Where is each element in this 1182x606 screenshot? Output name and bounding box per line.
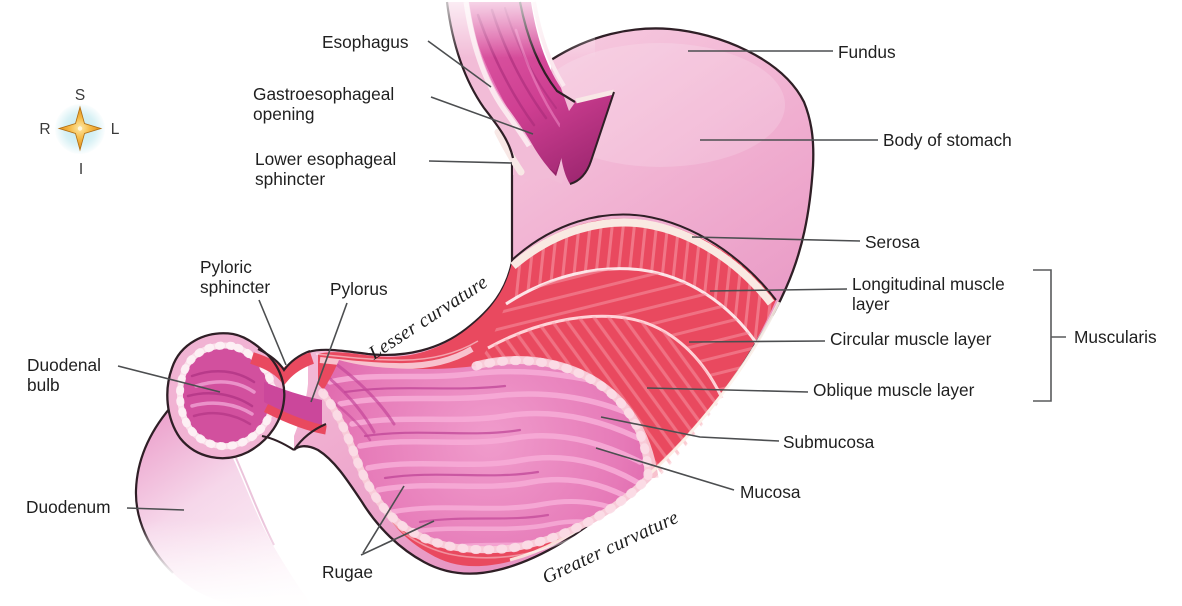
duodenum-fade	[118, 520, 330, 606]
compass-inferior: I	[79, 161, 83, 178]
bulb-folds	[186, 370, 256, 426]
label-pylorus: Pylorus	[330, 279, 388, 299]
esophagus-top-fade	[425, 0, 595, 58]
label-pyloric-sphincter: Pyloric sphincter	[200, 257, 271, 297]
leader-duodenal-bulb	[117, 365, 221, 393]
pyloric-canal	[264, 382, 322, 426]
label-esophagus: Esophagus	[322, 32, 409, 52]
leader-pylorus	[310, 302, 348, 403]
lower-esophageal-sphincter-collar	[494, 128, 525, 176]
label-rugae: Rugae	[322, 562, 373, 582]
label-body-of-stomach: Body of stomach	[883, 130, 1012, 150]
sphincter-notch-outline	[257, 348, 311, 372]
leader-duodenum	[126, 507, 185, 511]
label-circular-muscle-layer: Circular muscle layer	[830, 329, 992, 349]
label-serosa: Serosa	[865, 232, 920, 252]
duodenal-bulb-illustration	[166, 332, 327, 460]
leader-serosa	[691, 236, 861, 242]
label-duodenum: Duodenum	[26, 497, 111, 517]
oblique-muscle-layer	[476, 316, 722, 476]
mucosa-rugae	[317, 356, 653, 555]
leader-lower-esophageal-sphincter	[428, 160, 513, 164]
esophagus-illustration	[425, 0, 615, 185]
label-oblique-muscle-layer: Oblique muscle layer	[813, 380, 975, 400]
compass-left: L	[111, 121, 120, 138]
leader-circular-muscle	[688, 340, 826, 343]
label-muscularis: Muscularis	[1074, 327, 1157, 347]
leader-gastroesophageal-opening	[430, 96, 534, 135]
gastroesophageal-opening-area	[559, 92, 614, 184]
compass-rose: S R L I	[39, 87, 119, 178]
label-mucosa: Mucosa	[740, 482, 801, 502]
label-duodenal-bulb: Duodenal bulb	[27, 355, 101, 395]
leader-lines	[117, 40, 1066, 556]
circular-muscle-layer	[488, 268, 757, 398]
leader-esophagus	[427, 40, 492, 88]
leader-pyloric-sphincter	[258, 299, 287, 366]
label-lower-esophageal-sphincter: Lower esophageal sphincter	[255, 149, 397, 189]
leader-mucosa	[595, 447, 735, 491]
label-fundus: Fundus	[838, 42, 896, 62]
serosa-cut-edge	[510, 218, 775, 306]
label-gastroesophageal-opening: Gastroesophageal opening	[253, 84, 395, 124]
leader-submucosa	[600, 416, 780, 442]
compass-superior: S	[75, 87, 85, 104]
label-submucosa: Submucosa	[783, 432, 875, 452]
label-longitudinal-muscle-layer: Longitudinal muscle layer	[852, 274, 1005, 314]
pyloric-sphincter-ring	[250, 352, 315, 386]
muscularis-bracket	[1033, 269, 1066, 402]
leader-oblique-muscle	[646, 387, 809, 393]
leader-rugae-1	[362, 485, 405, 554]
compass-right: R	[39, 121, 50, 138]
leader-longitudinal-muscle	[709, 288, 848, 292]
leader-rugae-2	[360, 520, 435, 556]
